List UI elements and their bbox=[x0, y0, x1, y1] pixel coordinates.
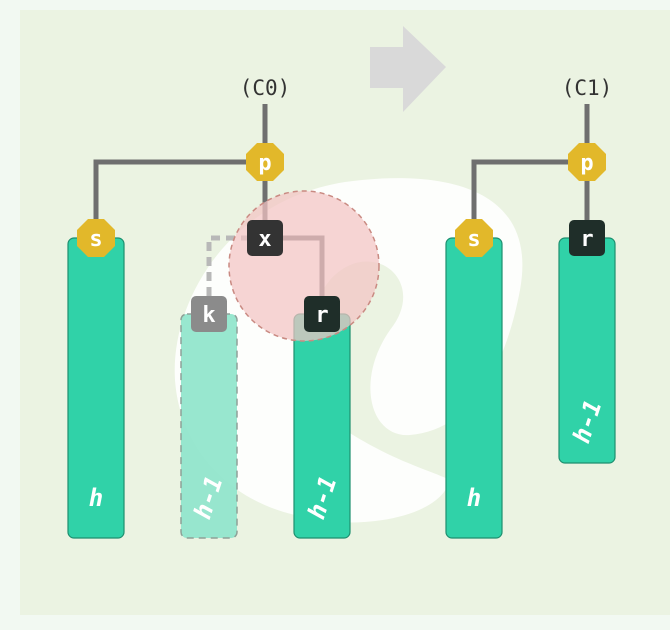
left-subtree-r: h-1 bbox=[293, 313, 351, 539]
node-p-right: p bbox=[568, 143, 606, 181]
node-label-x-left: x bbox=[258, 227, 271, 252]
node-s-right: s bbox=[455, 219, 493, 257]
right-subtree-s: h bbox=[445, 237, 503, 539]
box-x-left bbox=[247, 220, 283, 256]
right-subtree-r: h-1 bbox=[558, 237, 616, 464]
subtree-bar-k-left bbox=[180, 313, 238, 539]
right-arrow-icon bbox=[370, 26, 446, 112]
context-label-right: (C1) bbox=[562, 76, 613, 100]
node-label-p-right: p bbox=[580, 151, 593, 176]
edge-p-s-left bbox=[93, 159, 265, 238]
box-k-left bbox=[191, 296, 227, 332]
octagon-s-right bbox=[455, 219, 493, 257]
subtree-label-s-left: h bbox=[89, 484, 103, 512]
left-subtree-k: h-1 bbox=[180, 313, 238, 539]
node-label-r-right: r bbox=[580, 227, 593, 252]
node-r-right: r bbox=[569, 220, 605, 256]
node-label-r-left: r bbox=[315, 303, 328, 328]
context-label-left: (C0) bbox=[240, 76, 291, 100]
node-p-left: p bbox=[246, 143, 284, 181]
octagon-p-right bbox=[568, 143, 606, 181]
box-r-right bbox=[569, 220, 605, 256]
left-subtree-s: h bbox=[67, 237, 125, 539]
node-label-k-left: k bbox=[202, 303, 215, 328]
octagon-p-left bbox=[246, 143, 284, 181]
node-s-left: s bbox=[77, 219, 115, 257]
node-k-left: k bbox=[191, 296, 227, 332]
node-label-s-right: s bbox=[467, 227, 480, 252]
node-label-p-left: p bbox=[258, 151, 271, 176]
octagon-s-left bbox=[77, 219, 115, 257]
box-r-left bbox=[304, 296, 340, 332]
node-label-s-left: s bbox=[89, 227, 102, 252]
edge-p-s-right bbox=[471, 159, 587, 238]
node-x-left: x bbox=[247, 220, 283, 256]
node-r-left: r bbox=[304, 296, 340, 332]
subtree-label-s-right: h bbox=[467, 484, 481, 512]
